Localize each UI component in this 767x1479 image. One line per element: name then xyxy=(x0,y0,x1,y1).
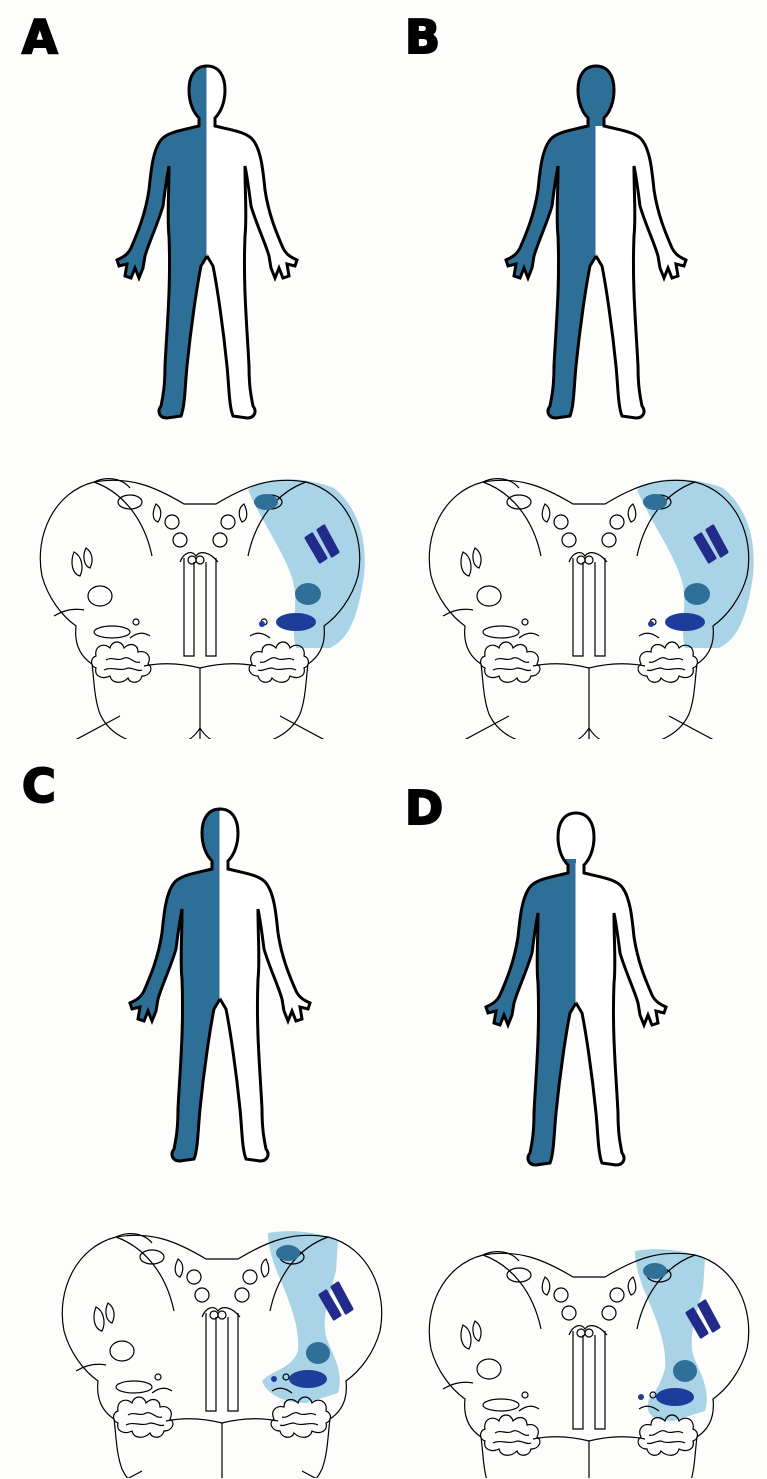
nucleus-upper xyxy=(643,1263,667,1279)
nucleus-lower xyxy=(665,613,705,631)
nucleus-lower xyxy=(276,613,316,631)
nucleus-lower xyxy=(656,1388,694,1406)
body-figure xyxy=(486,813,666,1165)
nucleus-upper xyxy=(254,494,278,510)
nucleus-dot xyxy=(271,1376,277,1382)
body-figure xyxy=(130,809,310,1161)
panel-b: B xyxy=(383,0,766,739)
panel-d: D xyxy=(383,739,766,1478)
panel-c-figure xyxy=(0,739,383,1478)
nucleus-middle xyxy=(295,583,321,605)
panel-a-figure xyxy=(0,0,383,739)
brainstem-section xyxy=(429,1249,748,1478)
brainstem-section xyxy=(40,479,365,739)
nucleus-dot xyxy=(648,621,654,627)
panel-a: A xyxy=(0,0,383,739)
body-figure xyxy=(117,66,297,418)
nucleus-middle xyxy=(673,1360,697,1382)
brainstem-section xyxy=(429,479,754,739)
brainstem-section xyxy=(62,1231,381,1478)
nucleus-lower xyxy=(289,1370,327,1388)
nucleus-upper xyxy=(643,494,667,510)
nucleus-middle xyxy=(684,583,710,605)
nucleus-middle xyxy=(306,1342,330,1364)
panel-b-figure xyxy=(383,0,766,739)
nucleus-dot xyxy=(638,1394,644,1400)
body-figure xyxy=(506,66,686,418)
nucleus-upper xyxy=(276,1245,300,1261)
panel-d-figure xyxy=(383,739,766,1478)
nucleus-dot xyxy=(259,621,265,627)
panel-c: C xyxy=(0,739,383,1478)
